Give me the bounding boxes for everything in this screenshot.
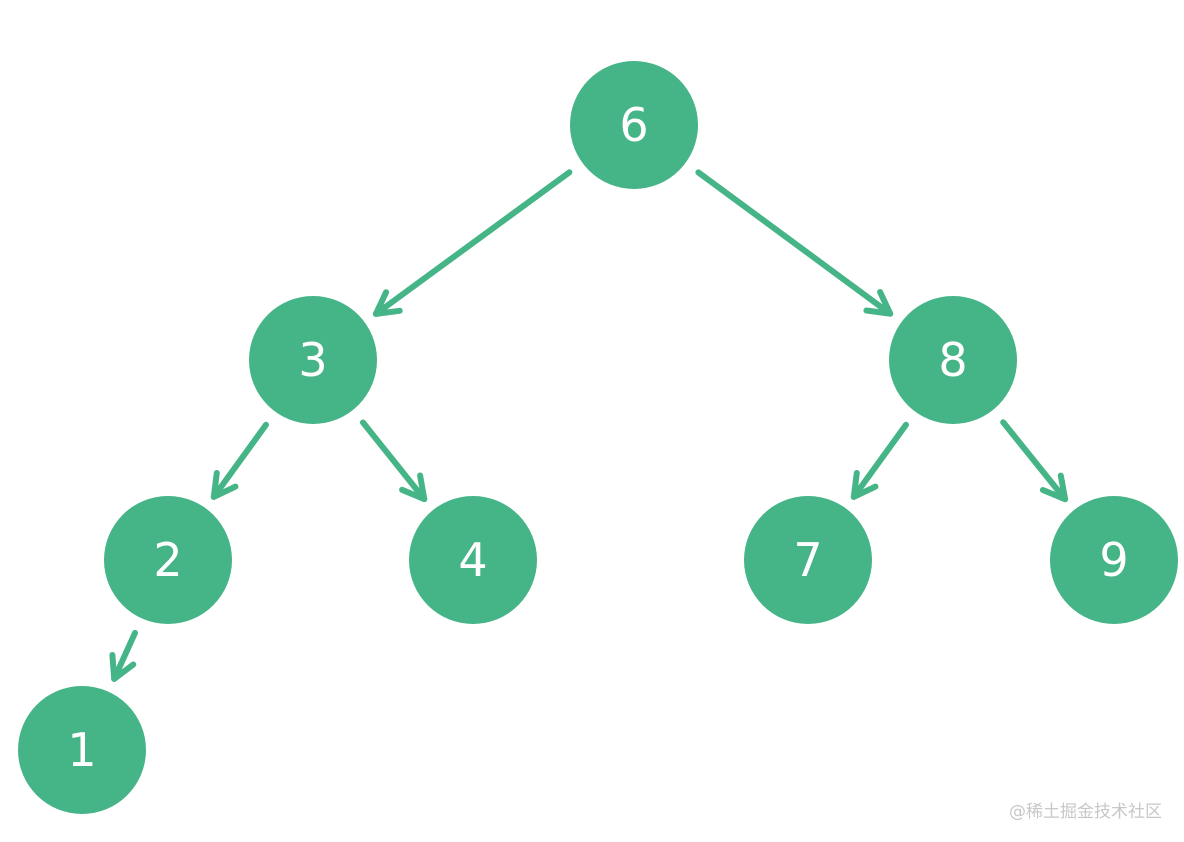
arrowhead-icon [372,289,403,317]
edge-n6-n8 [695,169,894,317]
tree-node-6: 6 [570,61,698,189]
node-label: 7 [793,533,822,587]
edge-line [210,421,269,500]
tree-node-4: 4 [409,496,537,624]
node-circle [570,61,698,189]
arrowhead-icon [109,652,137,682]
node-circle [1050,496,1178,624]
node-label: 4 [458,533,487,587]
node-circle [409,496,537,624]
arrowhead-icon [850,470,879,500]
tree-edges [109,169,1069,682]
node-circle [889,296,1017,424]
edge-n8-n7 [850,421,909,500]
edge-line [360,419,428,503]
tree-node-2: 2 [104,496,232,624]
edge-n6-n3 [372,169,573,317]
arrowhead-icon [210,470,239,500]
node-label: 8 [938,333,967,387]
edge-line [695,169,894,317]
arrowhead-icon [399,472,428,503]
edge-n3-n2 [210,421,269,500]
edge-line [111,629,138,682]
tree-node-8: 8 [889,296,1017,424]
edge-n2-n1 [109,629,138,682]
tree-node-9: 9 [1050,496,1178,624]
watermark-text: @稀土掘金技术社区 [1009,802,1162,822]
node-circle [104,496,232,624]
tree-node-3: 3 [249,296,377,424]
arrowhead-icon [863,289,894,317]
node-label: 1 [67,723,96,777]
tree-nodes: 6 3 8 2 4 7 9 1 [18,61,1178,814]
tree-node-7: 7 [744,496,872,624]
node-circle [18,686,146,814]
edge-line [850,421,909,500]
edge-line [1000,419,1069,503]
node-label: 9 [1099,533,1128,587]
edge-n8-n9 [1000,419,1069,503]
node-circle [744,496,872,624]
edge-n3-n4 [360,419,428,503]
node-circle [249,296,377,424]
edge-line [372,169,573,317]
node-label: 2 [153,533,182,587]
node-label: 3 [298,333,327,387]
node-label: 6 [619,98,648,152]
tree-node-1: 1 [18,686,146,814]
arrowhead-icon [1039,472,1069,503]
